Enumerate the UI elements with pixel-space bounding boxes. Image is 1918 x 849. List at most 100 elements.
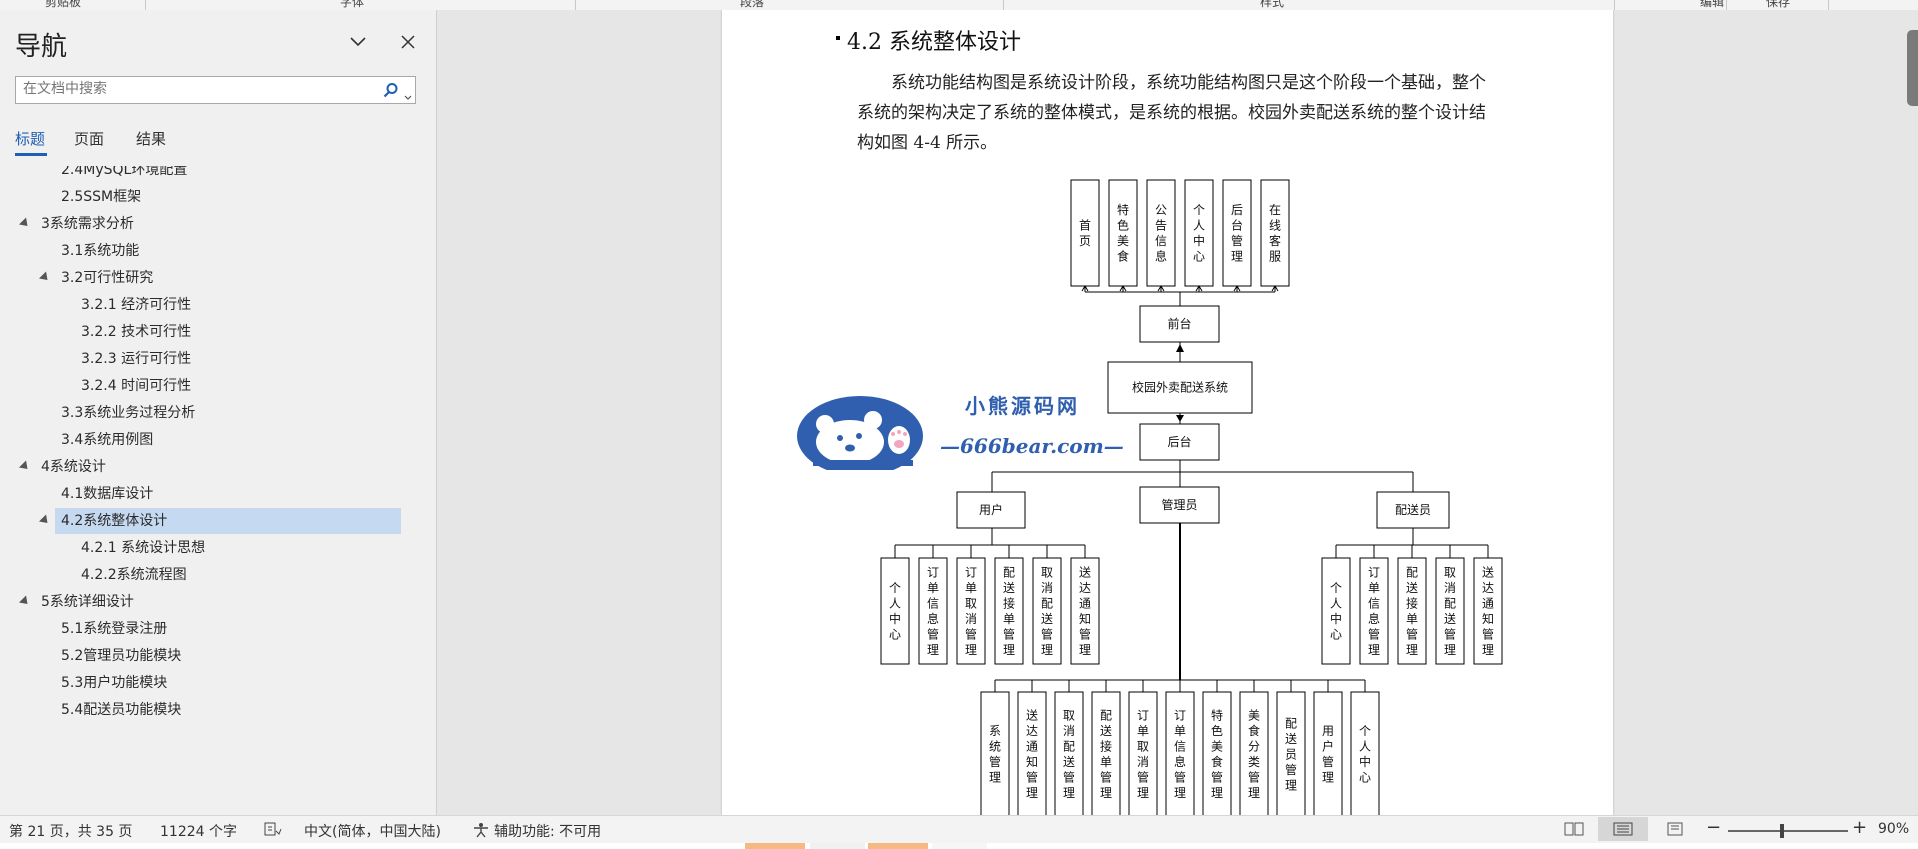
nav-heading-item[interactable]: 2.4MySQL环境配置 bbox=[0, 166, 420, 183]
admin-item-box bbox=[1017, 691, 1047, 815]
nav-heading-item[interactable]: 5.4配送员功能模块 bbox=[0, 697, 420, 723]
tab-results[interactable]: 结果 bbox=[136, 130, 167, 148]
admin-item-box bbox=[1313, 691, 1343, 815]
courier-item-box-char: 取 bbox=[1444, 566, 1456, 580]
expand-triangle-icon[interactable] bbox=[18, 217, 32, 230]
status-accessibility[interactable]: 辅助功能: 不可用 bbox=[494, 824, 602, 840]
user-item-box-char: 理 bbox=[1041, 643, 1053, 657]
admin-item-box-char: 配 bbox=[1063, 740, 1075, 754]
nav-close-icon[interactable] bbox=[396, 30, 420, 54]
admin-item-box bbox=[1091, 691, 1121, 815]
status-page-count[interactable]: 第 21 页，共 35 页 bbox=[9, 824, 133, 840]
taskbar-item[interactable] bbox=[745, 843, 805, 849]
status-word-count[interactable]: 11224 个字 bbox=[160, 824, 237, 840]
courier-item-box-char: 理 bbox=[1482, 643, 1494, 657]
web-layout-view-icon[interactable] bbox=[1667, 822, 1685, 840]
taskbar-item[interactable] bbox=[868, 843, 928, 849]
ribbon-group-label: 保存 bbox=[1766, 0, 1791, 9]
root-box-label: 校园外卖配送系统 bbox=[1132, 380, 1228, 395]
back-box-label: 后台 bbox=[1167, 434, 1191, 449]
user-item-box-char: 中 bbox=[889, 611, 901, 626]
admin-box-label: 管理员 bbox=[1161, 497, 1197, 512]
tab-pages[interactable]: 页面 bbox=[74, 130, 105, 148]
expand-triangle-icon[interactable] bbox=[18, 595, 32, 608]
nav-heading-item[interactable]: 5.3用户功能模块 bbox=[0, 670, 420, 696]
status-language[interactable]: 中文(简体，中国大陆) bbox=[304, 824, 441, 840]
courier-item-box bbox=[1321, 557, 1351, 665]
expand-triangle-icon[interactable] bbox=[18, 460, 32, 473]
user-item-box-char: 管 bbox=[965, 627, 977, 642]
tab-headings[interactable]: 标题 bbox=[15, 130, 46, 148]
admin-item-box bbox=[1054, 691, 1084, 815]
courier-item-box-char: 通 bbox=[1482, 597, 1494, 611]
courier-item-box-char: 中 bbox=[1330, 611, 1342, 626]
expand-triangle-icon[interactable] bbox=[38, 271, 52, 284]
user-item-box-char: 消 bbox=[965, 612, 977, 626]
nav-heading-item[interactable]: 3.1系统功能 bbox=[0, 238, 420, 264]
admin-item-box-char: 美 bbox=[1248, 709, 1260, 723]
front-item-box-char: 特 bbox=[1117, 202, 1129, 217]
front-item-box-char: 在 bbox=[1269, 203, 1281, 217]
nav-heading-item[interactable]: 3.4系统用例图 bbox=[0, 427, 420, 453]
nav-options-chevron-down-icon[interactable] bbox=[346, 30, 370, 54]
front-item-box-char: 食 bbox=[1117, 249, 1129, 264]
admin-item-box-char: 理 bbox=[1100, 786, 1112, 800]
taskbar-item[interactable] bbox=[810, 843, 865, 849]
user-item-box-char: 单 bbox=[965, 581, 977, 595]
print-layout-view-button[interactable] bbox=[1598, 817, 1648, 841]
nav-heading-item[interactable]: 3.2.1 经济可行性 bbox=[0, 292, 420, 318]
search-icon[interactable] bbox=[383, 82, 399, 102]
nav-heading-item[interactable]: 5.2管理员功能模块 bbox=[0, 643, 420, 669]
root-box bbox=[1107, 361, 1253, 414]
zoom-slider[interactable] bbox=[1728, 824, 1848, 838]
front-item-box-char: 色 bbox=[1117, 219, 1129, 233]
proofing-icon[interactable] bbox=[264, 822, 282, 840]
admin-item-box-char: 取 bbox=[1137, 740, 1149, 754]
expand-triangle-icon[interactable] bbox=[38, 514, 52, 527]
user-item-box bbox=[880, 557, 910, 665]
nav-heading-item[interactable]: 3.3系统业务过程分析 bbox=[0, 400, 420, 426]
user-item-box-char: 理 bbox=[1079, 643, 1091, 657]
user-item-box-char: 消 bbox=[1041, 581, 1053, 595]
nav-heading-item[interactable]: 5.1系统登录注册 bbox=[0, 616, 420, 642]
zoom-in-button[interactable]: + bbox=[1852, 817, 1868, 838]
nav-heading-item[interactable]: 4系统设计 bbox=[0, 454, 420, 480]
admin-item-box-char: 管 bbox=[1174, 770, 1186, 785]
nav-heading-item[interactable]: 4.2.1 系统设计思想 bbox=[0, 535, 420, 561]
body-paragraph[interactable]: 系统功能结构图是系统设计阶段，系统功能结构图只是这个阶段一个基础，整个系统的架构… bbox=[857, 73, 1486, 153]
user-item-box-char: 个 bbox=[889, 581, 901, 595]
front-item-box bbox=[1222, 179, 1252, 287]
focus-mode-icon[interactable] bbox=[1564, 822, 1584, 840]
nav-heading-item[interactable]: 4.1数据库设计 bbox=[0, 481, 420, 507]
user-item-box-char: 理 bbox=[965, 643, 977, 657]
nav-heading-item[interactable]: 3.2可行性研究 bbox=[0, 265, 420, 291]
user-item-box bbox=[956, 557, 986, 665]
section-heading[interactable]: 4.2 系统整体设计 bbox=[836, 24, 1021, 56]
nav-scrollbar[interactable] bbox=[424, 166, 430, 726]
document-area: 4.2 系统整体设计 系统功能结构图是系统设计阶段，系统功能结构图只是这个阶段一… bbox=[437, 10, 1918, 815]
nav-heading-item[interactable]: 3系统需求分析 bbox=[0, 211, 420, 237]
nav-heading-item[interactable]: 4.2系统整体设计 bbox=[38, 508, 401, 534]
nav-heading-label: 2.5SSM框架 bbox=[61, 189, 142, 205]
nav-heading-item[interactable]: 5系统详细设计 bbox=[0, 589, 420, 615]
nav-heading-label: 5.1系统登录注册 bbox=[61, 621, 168, 637]
admin-item-box-char: 用 bbox=[1322, 724, 1334, 738]
zoom-out-button[interactable]: − bbox=[1706, 817, 1722, 838]
front-item-box-char: 首 bbox=[1079, 219, 1091, 233]
watermark-url: —666bear.com— bbox=[940, 434, 1124, 458]
nav-search-input[interactable] bbox=[16, 77, 390, 101]
search-dropdown-chevron-icon[interactable] bbox=[404, 86, 412, 105]
nav-heading-item[interactable]: 3.2.4 时间可行性 bbox=[0, 373, 420, 399]
nav-heading-item[interactable]: 3.2.3 运行可行性 bbox=[0, 346, 420, 372]
taskbar-item[interactable] bbox=[932, 843, 987, 849]
nav-heading-item[interactable]: 2.5SSM框架 bbox=[0, 184, 420, 210]
arrow-head bbox=[1176, 344, 1184, 352]
nav-heading-item[interactable]: 3.2.2 技术可行性 bbox=[0, 319, 420, 345]
nav-heading-item[interactable]: 4.2.2系统流程图 bbox=[0, 562, 420, 588]
admin-item-box-char: 取 bbox=[1063, 709, 1075, 723]
side-scroll-thumb[interactable] bbox=[1907, 30, 1918, 106]
admin-item-box-char: 管 bbox=[1100, 770, 1112, 785]
nav-heading-label: 4.1数据库设计 bbox=[61, 486, 154, 502]
zoom-level[interactable]: 90% bbox=[1878, 821, 1910, 837]
